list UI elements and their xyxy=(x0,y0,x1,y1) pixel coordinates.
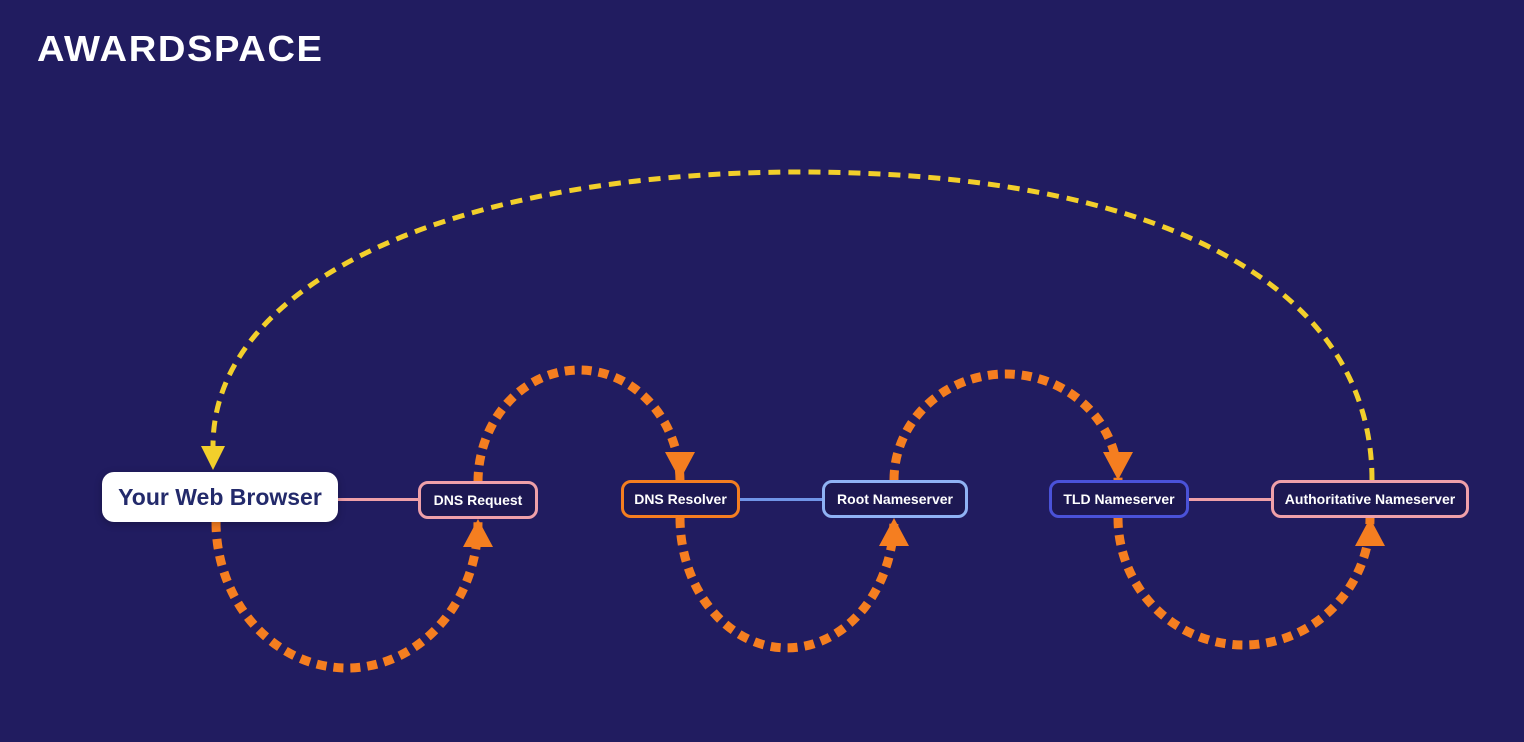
arc-authoritative-to-browser-response xyxy=(210,169,1375,481)
arrowhead-down-tld-nameserver xyxy=(1103,452,1133,480)
node-label: DNS Request xyxy=(433,492,523,508)
node-your-web-browser: Your Web Browser xyxy=(102,472,338,522)
node-label: Root Nameserver xyxy=(837,491,953,507)
arrowhead-up-authoritative-nameserver xyxy=(1355,518,1385,546)
node-dns-request: DNS Request xyxy=(418,481,538,519)
arrowhead-down-your-web-browser xyxy=(201,446,225,470)
arc-browser-to-request xyxy=(211,521,483,673)
node-label: Authoritative Nameserver xyxy=(1284,491,1456,507)
node-dns-resolver: DNS Resolver xyxy=(621,480,740,518)
arc-resolver-to-root xyxy=(675,517,899,653)
node-authoritative-nameserver: Authoritative Nameserver xyxy=(1271,480,1469,518)
node-root-nameserver: Root Nameserver xyxy=(822,480,968,518)
node-label: DNS Resolver xyxy=(634,491,727,507)
awardspace-logo: AWARDSPACE xyxy=(37,28,324,69)
node-label: TLD Nameserver xyxy=(1063,491,1175,507)
node-label: Your Web Browser xyxy=(118,483,322,510)
arc-root-to-tld xyxy=(889,369,1123,481)
arrowhead-down-dns-resolver xyxy=(665,452,695,480)
arrowhead-up-root-nameserver xyxy=(879,518,909,546)
arc-request-to-resolver xyxy=(473,365,685,483)
arrowhead-up-dns-request xyxy=(463,519,493,547)
arc-tld-to-authoritative xyxy=(1113,517,1375,650)
node-tld-nameserver: TLD Nameserver xyxy=(1049,480,1189,518)
